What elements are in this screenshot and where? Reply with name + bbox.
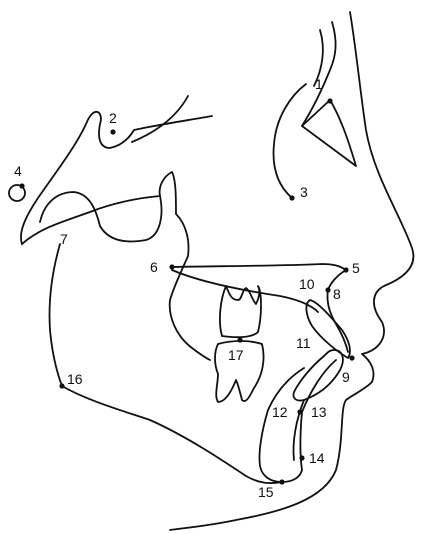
landmark-9-label: 9 [342, 369, 350, 385]
landmark-17-label: 17 [228, 347, 244, 363]
landmark-15-point [279, 479, 284, 484]
landmark-3-label: 3 [300, 184, 308, 200]
landmark-7-label: 7 [60, 231, 68, 247]
landmark-16-label: 16 [67, 371, 83, 387]
landmark-8-label: 8 [333, 286, 341, 302]
landmark-9-point [349, 355, 354, 360]
lower-incisor [293, 350, 342, 401]
landmark-12-label: 12 [272, 404, 288, 420]
landmark-1-label: 1 [315, 76, 323, 92]
landmark-15-label: 15 [258, 484, 274, 500]
upper-molar [220, 286, 261, 337]
landmark-2-point [110, 129, 115, 134]
landmark-6-point [169, 264, 174, 269]
landmark-14-point [299, 455, 304, 460]
landmark-6-label: 6 [150, 259, 158, 275]
ramus-posterior [49, 244, 282, 483]
landmark-5-point [343, 267, 348, 272]
sella-outline [132, 96, 188, 142]
palatal-line [172, 264, 346, 270]
landmark-13-point [297, 409, 302, 414]
landmark-16-point [59, 383, 64, 388]
orbit-curve [274, 84, 306, 198]
landmark-2-label: 2 [109, 110, 117, 126]
landmark-13-label: 13 [311, 404, 327, 420]
palate-lower [172, 270, 318, 312]
landmark-10-label: 10 [299, 276, 315, 292]
soft-tissue-profile [170, 12, 413, 530]
landmark-5-label: 5 [352, 260, 360, 276]
landmark-1-point [327, 98, 332, 103]
landmark-8-point [325, 287, 330, 292]
landmark-3-point [289, 195, 294, 200]
landmark-17-point [237, 337, 242, 342]
landmark-4-label: 4 [14, 163, 22, 179]
nasal-triangle [302, 100, 356, 166]
maxilla-front [327, 270, 348, 352]
landmark-11-label: 11 [296, 335, 311, 351]
landmark-14-label: 14 [309, 450, 325, 466]
landmark-4-point [19, 183, 24, 188]
